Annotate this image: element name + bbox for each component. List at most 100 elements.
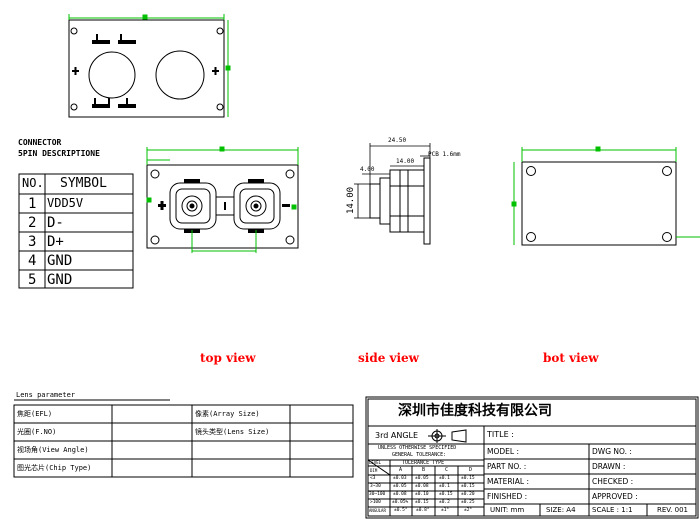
company-name: 深圳市佳度科技有限公司 (398, 403, 552, 419)
tol-sub: B (422, 467, 426, 473)
tol-cell: ±1° (441, 508, 450, 513)
tol-cell: >100 (370, 500, 381, 505)
bot-view-dims (511, 146, 700, 245)
unit-label: UNIT: mm (490, 506, 525, 514)
tol-cell: ±0.15 (461, 476, 475, 481)
lens-param-label: 光圈(F.NO) (17, 428, 57, 436)
connector-col-symbol: SYMBOL (60, 176, 107, 191)
tol-cell: ±0.05% (392, 500, 409, 505)
tol-cell: 30~100 (369, 492, 386, 497)
connector-row-symbol: D- (47, 215, 64, 231)
third-angle-symbol (428, 429, 467, 443)
tol-cell: <3 (370, 476, 376, 481)
tol-cell: ±0.2 (439, 500, 450, 505)
tol-head: TOLERANCE TYPE (402, 460, 445, 466)
tol-cell: ±0.1 (439, 476, 450, 481)
lens-param-label: 像素(Array Size) (195, 410, 260, 418)
connector-row-symbol: GND (47, 272, 73, 288)
board-outline (68, 19, 225, 118)
connector-table-grid (18, 173, 134, 289)
tol-cell: 3~30 (370, 484, 381, 489)
connector-row-symbol: D+ (47, 234, 64, 250)
connector-heading: CONNECTOR (18, 138, 62, 147)
drawn-label: DRAWN : (592, 462, 626, 471)
finished-label: FINISHED : (487, 492, 528, 501)
material-label: MATERIAL : (487, 477, 529, 486)
tol-cell: ±0.1 (439, 484, 450, 489)
lens-parameter-title: Lens parameter (16, 391, 76, 399)
tol-cell: ±0.03 (393, 476, 407, 481)
title-block-grid (365, 396, 699, 519)
connector-row-no: 5 (28, 272, 37, 288)
rev-label: REV. 001 (657, 506, 688, 514)
top-outline-dims (68, 14, 231, 117)
tol-cell: ±0.08 (393, 492, 407, 497)
connector-col-no: NO. (22, 176, 44, 190)
tolerance-note: GENERAL TOLERANCE: (392, 452, 447, 458)
lens-param-label: 图光芯片(Chip Type) (17, 464, 92, 472)
lens-circle-left (88, 51, 136, 99)
top-view-pads (158, 179, 290, 233)
lens-table-grid (13, 399, 354, 478)
connector-row-symbol: GND (47, 253, 73, 269)
tolerance-note: UNLESS OTHERWISE SPECIFIED (378, 445, 457, 451)
mount-hole (70, 27, 78, 35)
tol-sub: DIM (370, 468, 378, 473)
connector-row-no: 3 (28, 234, 37, 250)
side-dim-width: 24.50 (388, 137, 407, 144)
lens-param-label: 焦距(EFL) (17, 410, 53, 418)
top-outline-pads (72, 34, 219, 108)
top-view-label: top view (200, 351, 256, 365)
top-outline-view (68, 19, 225, 118)
tol-cell: ±0.15 (415, 500, 429, 505)
tol-cell: ±0.5° (394, 508, 408, 513)
tol-sub: D (469, 467, 473, 473)
side-view-drawing (369, 157, 431, 245)
tol-cell: ±0.08 (415, 484, 429, 489)
side-dim-note: PCB 1.6mm (428, 151, 461, 158)
tol-head: LEVEL (369, 460, 382, 465)
top-view-dims (146, 146, 299, 253)
connector-row-symbol: VDD5V (47, 196, 84, 210)
checked-label: CHECKED : (592, 477, 634, 486)
scale-label: SCALE : 1:1 (592, 506, 633, 514)
tol-cell: ±0.15 (461, 484, 475, 489)
connector-row-no: 2 (28, 215, 37, 231)
lens-param-label: 镜头类型(Lens Size) (195, 428, 270, 436)
angle-label: 3rd ANGLE (375, 431, 419, 440)
tol-cell: ±0.8° (416, 508, 430, 513)
tol-cell: ±0.05 (415, 476, 429, 481)
connector-row-no: 1 (28, 196, 37, 212)
title-label: TITLE : (487, 430, 514, 439)
top-view-drawing (146, 164, 299, 249)
tol-sub: C (445, 467, 449, 473)
side-view-label: side view (358, 351, 420, 365)
part-no-label: PART NO. : (487, 462, 527, 471)
tol-cell: ANGULAR (369, 508, 386, 513)
model-label: MODEL : (487, 447, 519, 456)
tol-cell: ±2° (464, 508, 473, 513)
side-dim-height: 14.00 (346, 186, 357, 215)
side-view-dims (354, 143, 431, 219)
tol-sub: A (399, 467, 403, 473)
lens-circle-right (155, 50, 205, 100)
tol-cell: ±0.05 (393, 484, 407, 489)
tol-cell: ±0.15 (439, 492, 453, 497)
size-label: SIZE: A4 (546, 506, 576, 514)
side-dim-mid: 14.00 (396, 158, 415, 165)
mount-hole (216, 103, 224, 111)
bot-view-label: bot view (543, 351, 599, 365)
connector-row-no: 4 (28, 253, 37, 269)
mount-hole (70, 103, 78, 111)
tol-cell: ±0.20 (461, 492, 475, 497)
dwg-no-label: DWG NO. : (592, 447, 632, 456)
lens-param-label: 视场角(View Angle) (17, 446, 89, 454)
bot-view-drawing (521, 161, 677, 246)
tol-cell: ±0.25 (461, 500, 475, 505)
side-dim-small: 4.00 (360, 166, 375, 173)
mount-hole (216, 27, 224, 35)
approved-label: APPROVED : (592, 492, 638, 501)
connector-subheading: 5PIN DESCRIPTIONE (18, 149, 100, 158)
tol-cell: ±0.10 (415, 492, 429, 497)
